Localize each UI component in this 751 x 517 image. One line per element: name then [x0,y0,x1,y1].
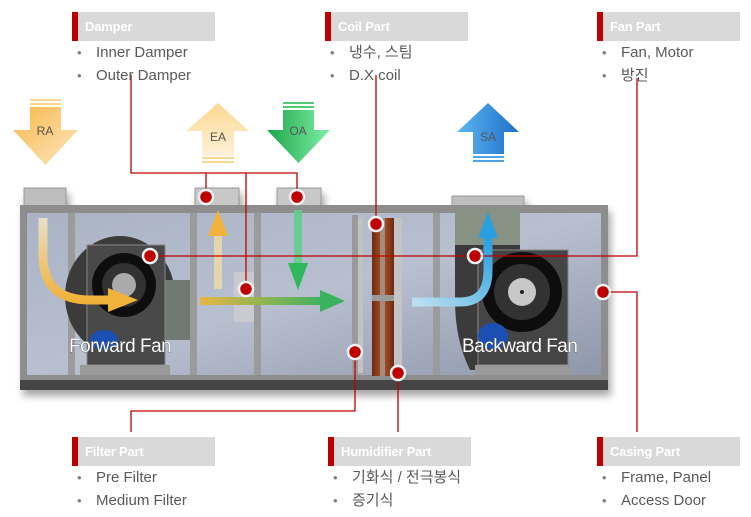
hotspot-forward-fan[interactable] [141,247,159,265]
casing-item: Frame, Panel [597,466,740,489]
hotspots [141,188,612,382]
damper-title: Damper [85,19,133,34]
fan-connector [150,78,638,257]
casing-item: Access Door [597,489,740,512]
casing-title: Casing Part [610,444,681,459]
hotspot-backward-fan[interactable] [466,247,484,265]
coil-item: 냉수, 스팀 [325,41,468,64]
filter-label-box: Filter Part Pre Filter Medium Filter [72,437,215,512]
damper-item: Inner Damper [72,41,215,64]
damper-header: Damper [72,12,215,41]
filter-item: Pre Filter [72,466,215,489]
fan-item: 방진 [597,64,740,87]
ra-label: RA [37,124,54,138]
ea-label: EA [210,130,226,144]
casing-connector [603,291,638,432]
oa-arrow: OA [267,102,330,163]
coil-label-box: Coil Part 냉수, 스팀 D.X coil [325,12,468,87]
coil-title: Coil Part [338,19,390,34]
damper-item: Outer Damper [72,64,215,87]
casing-label-box: Casing Part Frame, Panel Access Door [597,437,740,512]
sa-arrow: SA [457,103,519,162]
ra-arrow: RA [13,99,78,165]
connector-lines [130,75,638,432]
fan-label-box: Fan Part Fan, Motor 방진 [597,12,740,87]
filter-title: Filter Part [85,444,144,459]
damper-connector [130,75,247,289]
ahu-unit [20,187,608,390]
hotspot-humidifier[interactable] [389,364,407,382]
damper-label-box: Damper Inner Damper Outer Damper [72,12,215,87]
filter-item: Medium Filter [72,489,215,512]
forward-fan-label: Forward Fan [69,336,171,357]
ea-arrow: EA [186,103,249,163]
hotspot-outer-damper-oa[interactable] [288,188,306,206]
coil-item: D.X coil [325,64,468,87]
humidifier-title: Humidifier Part [341,444,432,459]
humidifier-item: 기화식 / 전극봉식 [328,466,471,489]
casing-header: Casing Part [597,437,740,466]
humidifier-label-box: Humidifier Part 기화식 / 전극봉식 증기식 [328,437,471,512]
hotspot-inner-damper[interactable] [237,280,255,298]
sa-label: SA [480,130,496,144]
hotspot-coil[interactable] [367,215,385,233]
filter-connector [130,352,356,432]
hotspot-casing[interactable] [594,283,612,301]
hotspot-outer-damper-ea[interactable] [197,188,215,206]
fan-header: Fan Part [597,12,740,41]
humidifier-item: 증기식 [328,489,471,512]
internal-airflow [38,210,498,312]
coil-header: Coil Part [325,12,468,41]
backward-fan-label: Backward Fan [462,336,577,357]
fan-item: Fan, Motor [597,41,740,64]
hotspot-filter[interactable] [346,343,364,361]
oa-label: OA [289,124,306,138]
filter-header: Filter Part [72,437,215,466]
humidifier-header: Humidifier Part [328,437,471,466]
fan-title: Fan Part [610,19,661,34]
